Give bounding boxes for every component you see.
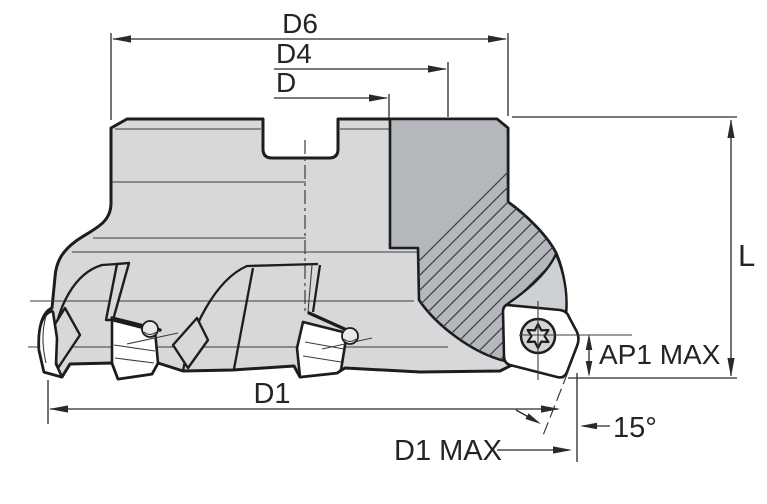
- dim-label-d4: D4: [276, 38, 312, 69]
- chip-gash-2: [171, 316, 210, 370]
- dimension-d1-max: D1 MAX: [394, 435, 572, 467]
- dimension-d1: D1: [47, 378, 560, 424]
- screw-head-side-icon: [141, 320, 159, 338]
- dimension-d4: D4: [274, 38, 449, 117]
- dim-label-l: L: [738, 238, 755, 273]
- insert-1: [110, 316, 179, 381]
- dim-label-d6: D6: [282, 8, 318, 39]
- dim-label-d1-max: D1 MAX: [394, 435, 502, 467]
- dimension-d6: D6: [110, 8, 509, 120]
- dim-label-ap1-max: AP1 MAX: [599, 339, 721, 370]
- lead-angle-construction: [541, 371, 578, 462]
- insert-2: [295, 311, 373, 379]
- dimension-lead-angle: 15°: [515, 409, 657, 444]
- left-edge-insert: [37, 309, 64, 379]
- dim-label-d1: D1: [253, 378, 290, 410]
- screw-head-side-icon: [341, 327, 359, 345]
- dimension-l: L: [512, 116, 755, 379]
- dimension-ap1-max: AP1 MAX: [585, 334, 721, 377]
- right-insert: [501, 301, 632, 380]
- dim-label-d: D: [276, 67, 296, 98]
- dimension-d: D: [274, 67, 390, 118]
- dim-label-lead-angle: 15°: [613, 412, 657, 444]
